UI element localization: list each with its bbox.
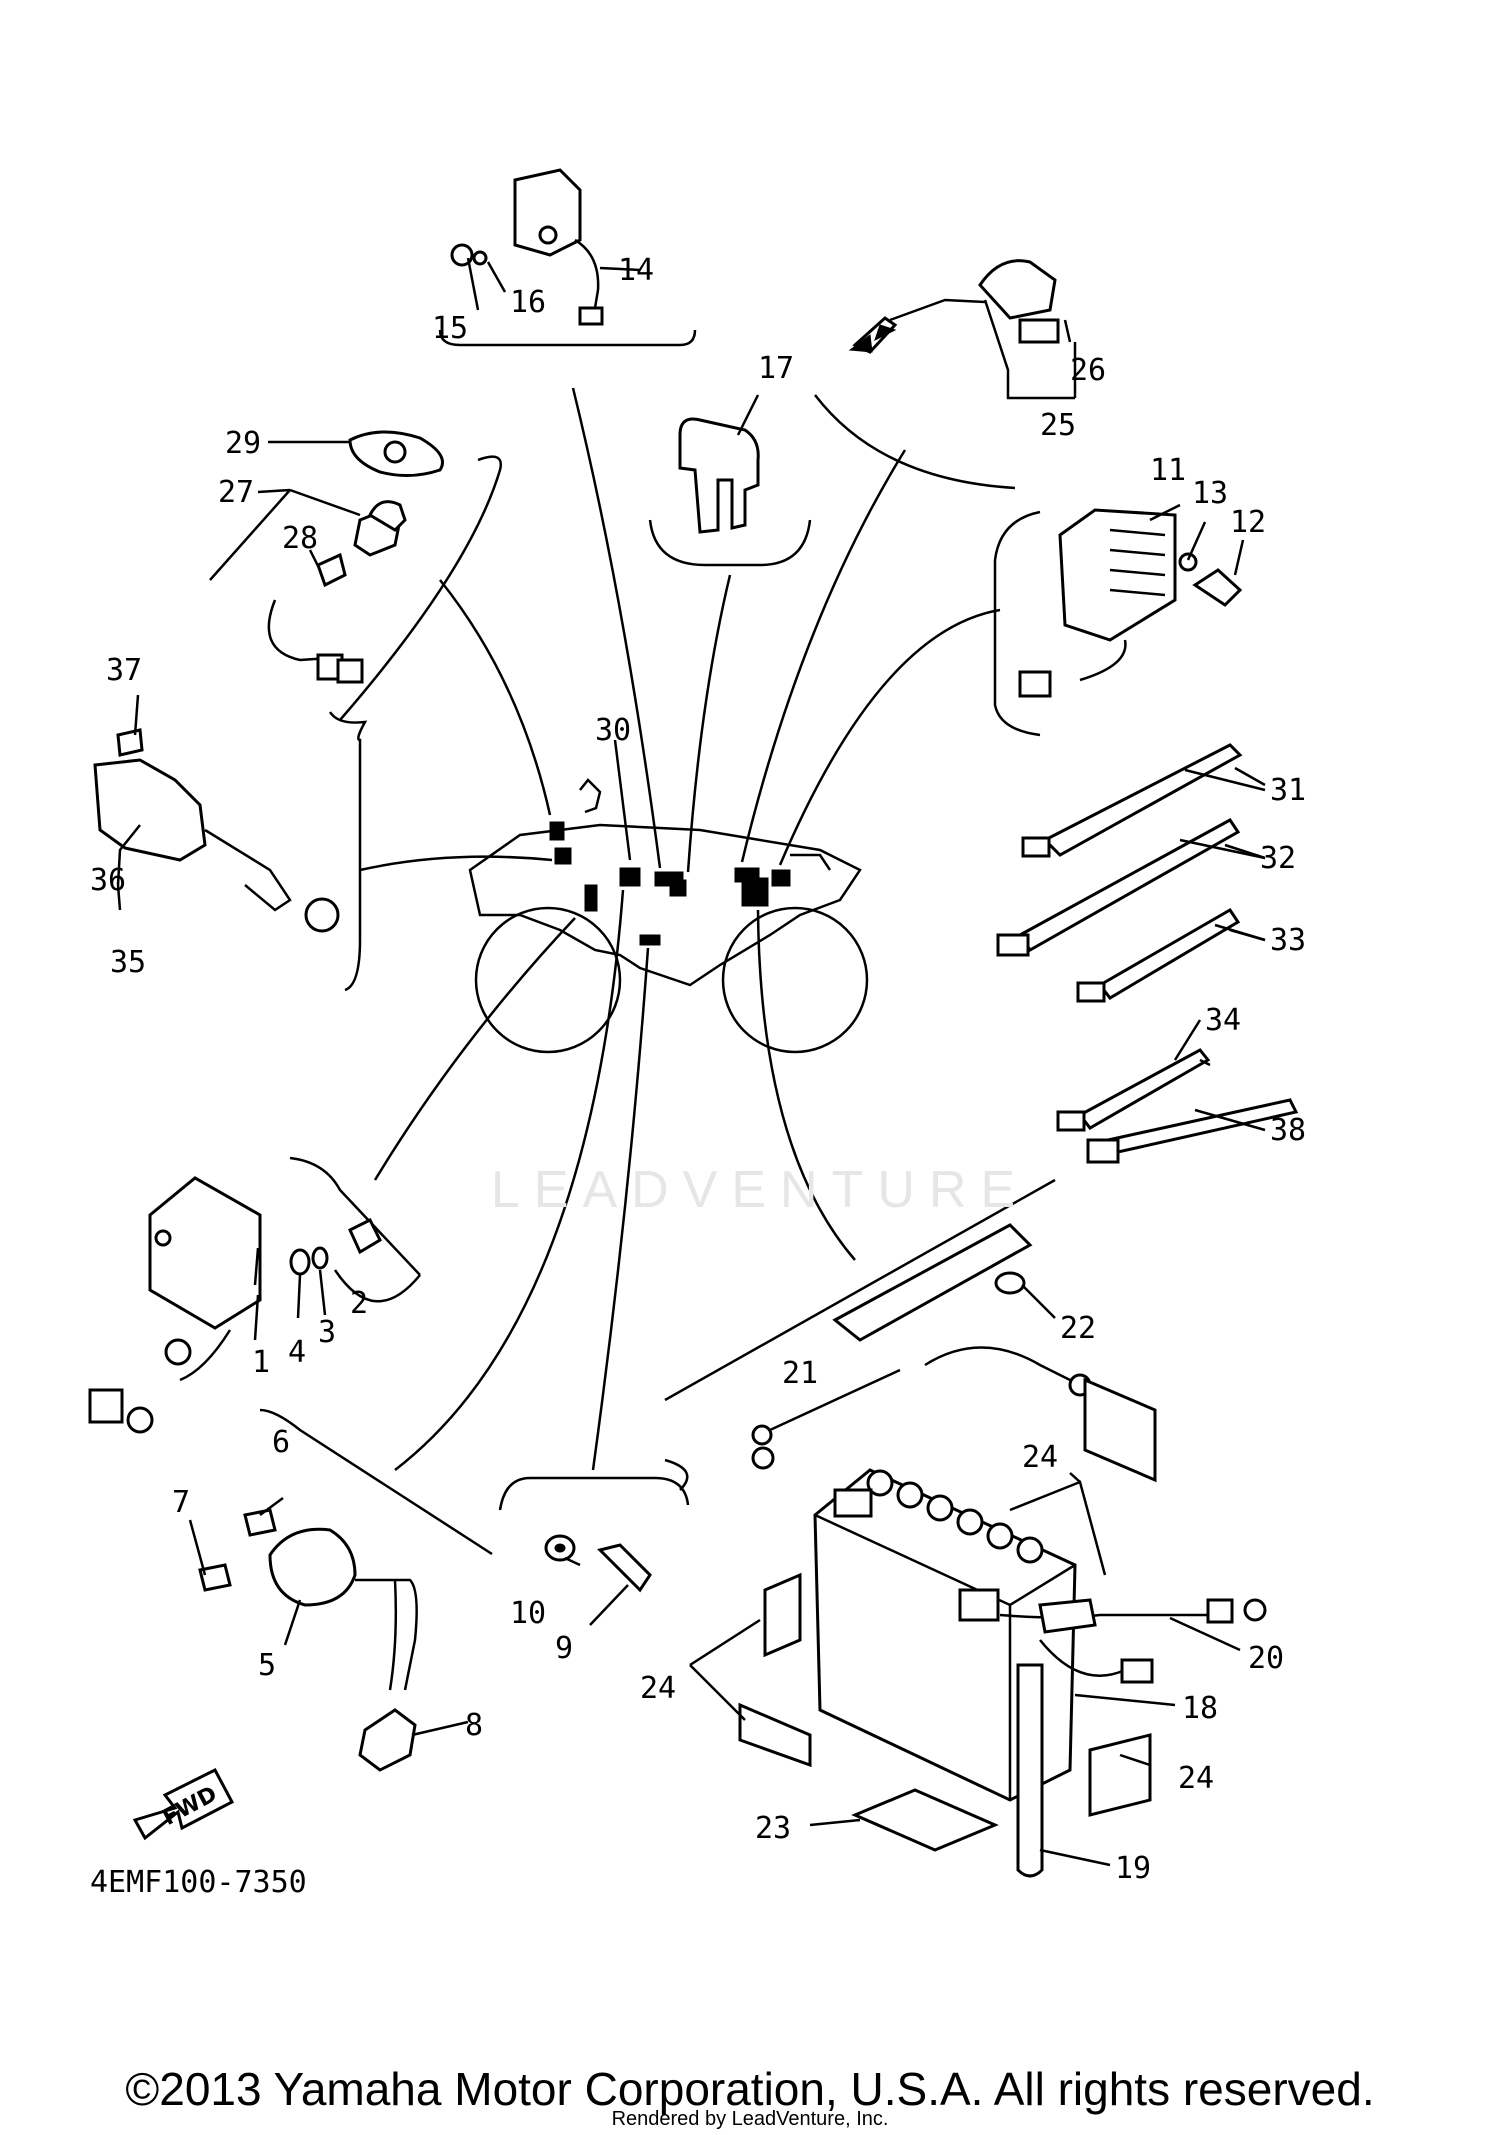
- callout-2: 2: [350, 1286, 368, 1321]
- atv-outline: [468, 823, 869, 1054]
- callout-3: 3: [318, 1315, 336, 1350]
- part-18: [813, 1468, 1077, 1802]
- part-9: [597, 1543, 652, 1593]
- fwd-arrow: [132, 1768, 235, 1841]
- callout-32: 32: [1260, 841, 1296, 876]
- callout-25: 25: [1040, 408, 1076, 443]
- callout-11: 11: [1150, 453, 1186, 488]
- part-27: [267, 500, 407, 684]
- part-3: [311, 1246, 329, 1270]
- callout-24-left: 24: [640, 1671, 676, 1706]
- part-10: [544, 1534, 576, 1562]
- cable-ties: [996, 743, 1299, 1164]
- callout-6: 6: [272, 1425, 290, 1460]
- callout-17: 17: [758, 351, 794, 386]
- part-20: [999, 1598, 1267, 1684]
- part-28: [316, 552, 347, 588]
- part-22: [832, 1223, 1033, 1342]
- harness-connectors: [549, 778, 791, 946]
- callout-28: 28: [282, 521, 318, 556]
- part-37: [116, 728, 144, 757]
- callout-29: 29: [225, 426, 261, 461]
- leader-lines: [359, 387, 1001, 1471]
- callout-16: 16: [510, 285, 546, 320]
- callout-1: 1: [252, 1345, 270, 1380]
- part-25: [848, 259, 1060, 354]
- callout-24-right: 24: [1178, 1761, 1214, 1796]
- part-6: [243, 1508, 277, 1537]
- part-29: [348, 430, 444, 477]
- callout-38: 38: [1270, 1113, 1306, 1148]
- callout-9: 9: [555, 1631, 573, 1666]
- callout-35: 35: [110, 945, 146, 980]
- callout-23: 23: [755, 1811, 791, 1846]
- callout-20: 20: [1248, 1641, 1284, 1676]
- callout-27: 27: [218, 475, 254, 510]
- callout-15: 15: [432, 311, 468, 346]
- callout-31: 31: [1270, 773, 1306, 808]
- callout-12: 12: [1230, 505, 1266, 540]
- part-12: [1192, 568, 1243, 607]
- part-35: [93, 758, 340, 933]
- callout-10: 10: [510, 1596, 546, 1631]
- callout-37: 37: [106, 653, 142, 688]
- callout-26: 26: [1070, 353, 1106, 388]
- callout-5: 5: [258, 1648, 276, 1683]
- part-23: [851, 1788, 999, 1852]
- part-24: [738, 1377, 1157, 1817]
- part-11: [1018, 508, 1177, 698]
- callout-8: 8: [465, 1708, 483, 1743]
- diagram-code: 4EMF100-7350: [90, 1865, 307, 1900]
- part-19: [1016, 1663, 1044, 1878]
- rendered-by-notice: Rendered by LeadVenture, Inc.: [611, 2108, 889, 2130]
- part-1: [88, 1176, 262, 1434]
- callout-36: 36: [90, 863, 126, 898]
- copyright-notice: ©2013 Yamaha Motor Corporation, U.S.A. A…: [125, 2063, 1375, 2115]
- callout-33: 33: [1270, 923, 1306, 958]
- part-7: [198, 1563, 232, 1592]
- part-4: [289, 1248, 311, 1276]
- part-2: [348, 1217, 382, 1255]
- group-brackets: [259, 329, 1056, 1556]
- callout-14: 14: [618, 253, 654, 288]
- callout-7: 7: [172, 1485, 190, 1520]
- callout-18: 18: [1182, 1691, 1218, 1726]
- callout-34: 34: [1205, 1003, 1241, 1038]
- callout-22: 22: [1060, 1311, 1096, 1346]
- callout-19: 19: [1115, 1851, 1151, 1886]
- part-13: [1178, 552, 1198, 572]
- part-5: [268, 1527, 418, 1691]
- part-14: [450, 168, 604, 326]
- callout-21: 21: [782, 1356, 818, 1391]
- callout-4: 4: [288, 1335, 306, 1370]
- part-17: [678, 417, 760, 534]
- part-8: [358, 1708, 417, 1772]
- callout-13: 13: [1192, 476, 1228, 511]
- callout-labels: 1 2 3 4 5 6 7 8 9 10 11 12 13 14 15 16 1…: [90, 253, 1306, 1900]
- callout-lines: [116, 257, 1266, 1867]
- callout-24-top: 24: [1022, 1440, 1058, 1475]
- callout-30: 30: [595, 713, 631, 748]
- watermark: LEADVENTURE: [490, 1161, 1030, 1219]
